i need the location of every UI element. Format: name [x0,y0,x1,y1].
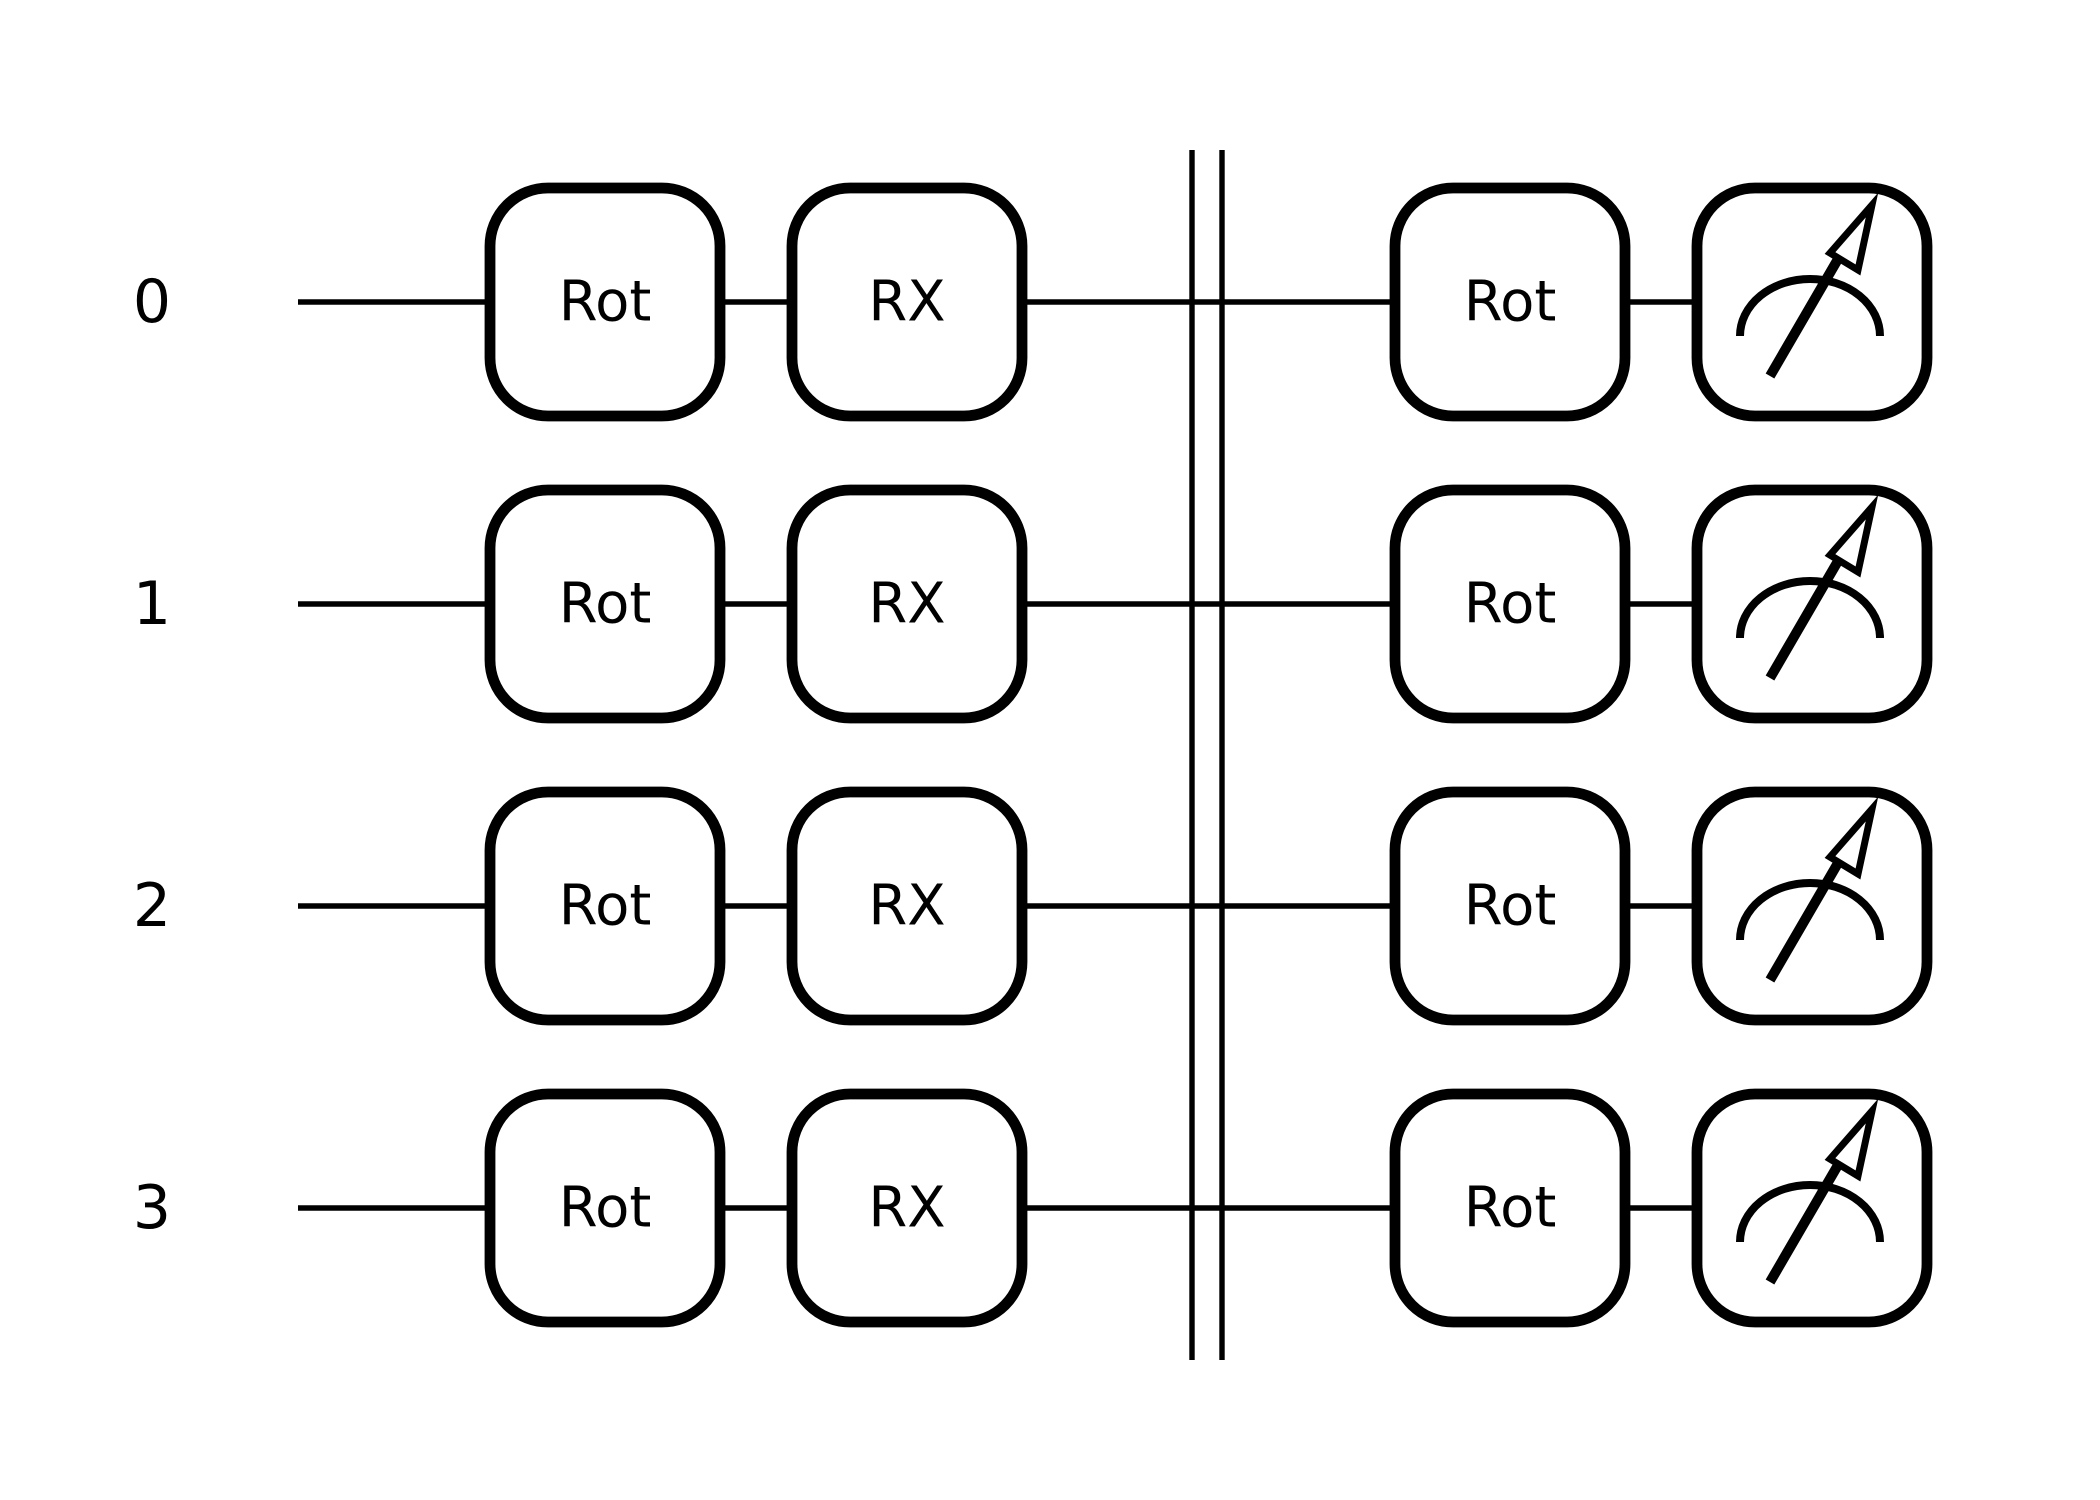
wire-label: 0 [133,267,171,337]
gate-box [786,786,1028,1026]
gate-label: Rot [559,1176,652,1241]
gate-rot: Rot [1389,786,1631,1026]
gate-rot: Rot [484,484,726,724]
gate-label: Rot [559,572,652,637]
measurement-meter-icon [1736,796,1884,983]
gate-rx: RX [786,786,1028,1026]
measurement-gate [1691,786,1933,1026]
gate-box [786,484,1028,724]
gate-box [786,1088,1028,1328]
measurement-gate [1691,182,1933,422]
wire-label: 2 [133,871,171,941]
measurement-gate [1691,1088,1933,1328]
gate-rx: RX [786,182,1028,422]
gate-rot: Rot [484,182,726,422]
gate-box [1389,484,1631,724]
gate-rot: Rot [484,786,726,1026]
gate-label: RX [868,1176,945,1241]
measurement-meter-icon [1736,1098,1884,1285]
gate-box [1389,182,1631,422]
wire-label: 1 [133,569,171,639]
gate-box [484,182,726,422]
gate-label: RX [868,874,945,939]
measurement-gate [1691,484,1933,724]
gate-box [1389,786,1631,1026]
gate-box [786,182,1028,422]
gate-label: Rot [1464,874,1557,939]
gate-box [484,1088,726,1328]
gate-box [484,484,726,724]
gate-rot: Rot [1389,182,1631,422]
gate-label: Rot [559,270,652,335]
gate-label: Rot [1464,572,1557,637]
gate-label: Rot [1464,1176,1557,1241]
gate-box [484,786,726,1026]
gate-label: RX [868,572,945,637]
gate-rot: Rot [1389,1088,1631,1328]
gate-box [1389,1088,1631,1328]
gate-label: Rot [559,874,652,939]
gate-rot: Rot [484,1088,726,1328]
measurement-meter-icon [1736,192,1884,379]
gate-label: RX [868,270,945,335]
gate-rot: Rot [1389,484,1631,724]
wire-label: 3 [133,1173,171,1243]
measurement-meter-icon [1736,494,1884,681]
gate-rx: RX [786,1088,1028,1328]
gate-label: Rot [1464,270,1557,335]
gate-rx: RX [786,484,1028,724]
